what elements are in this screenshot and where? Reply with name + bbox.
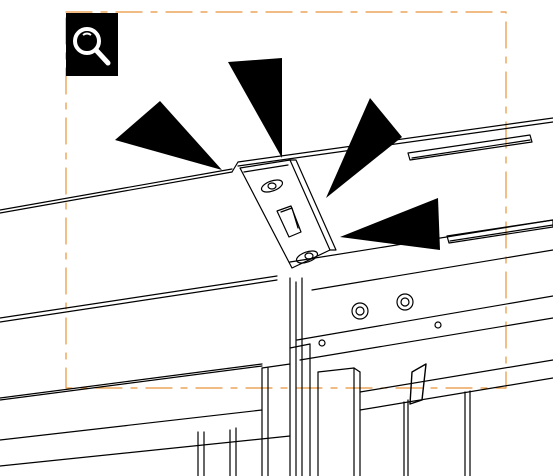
arrow-pointer-icon	[115, 101, 222, 170]
detail-frame	[65, 11, 507, 389]
bracket-slot-hole-top	[260, 179, 284, 193]
vertical-post	[0, 277, 553, 476]
pointer-arrows	[115, 58, 440, 250]
corner-bracket	[239, 159, 337, 269]
right-beam-top	[231, 117, 553, 361]
arrow-pointer-icon	[340, 198, 440, 250]
arrow-pointer-icon	[228, 58, 282, 158]
bracket-slot-hole-bottom	[295, 250, 319, 264]
arrow-pointer-icon	[326, 98, 402, 198]
beam-slots	[407, 134, 553, 244]
angled-insert	[409, 363, 427, 405]
front-face-holes	[318, 293, 442, 347]
left-beam	[0, 168, 278, 401]
bracket-square-hole	[276, 205, 302, 238]
zoom-badge	[66, 13, 118, 76]
magnifier-icon	[73, 27, 111, 66]
